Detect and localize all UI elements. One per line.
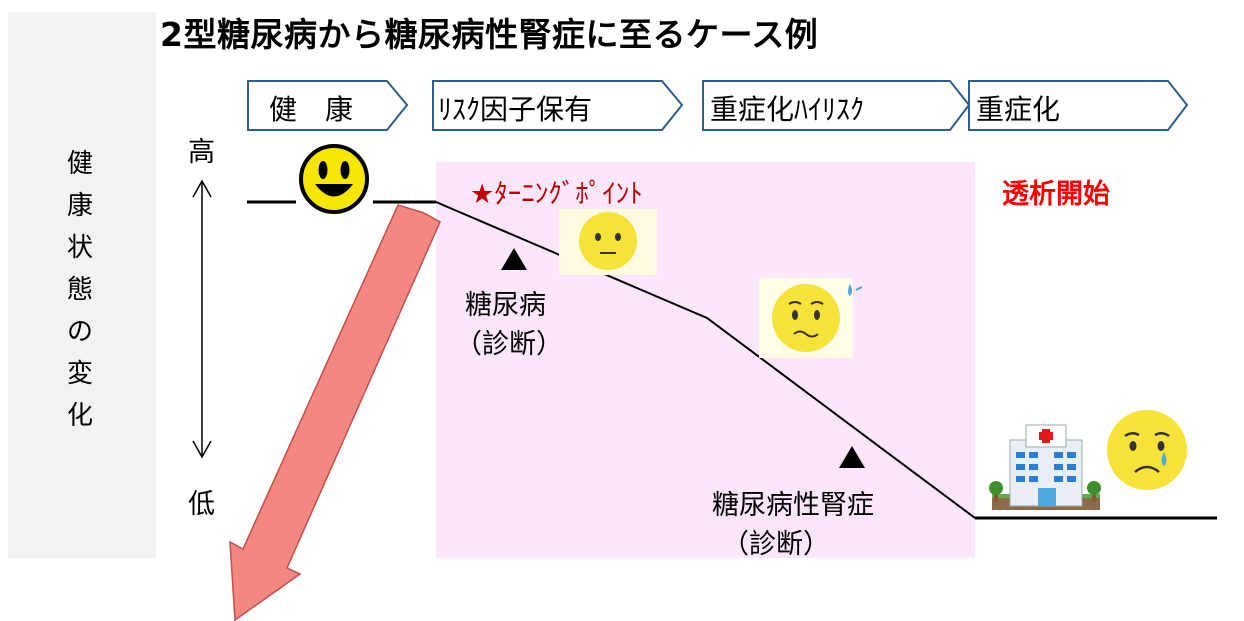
- trend-line: [247, 200, 1217, 520]
- neutral-face-icon: [559, 209, 657, 275]
- event-nephropathy-note: （診断）: [722, 529, 830, 560]
- side-panel: [8, 12, 156, 558]
- down-arrow-icon: [229, 204, 441, 621]
- happy-face-icon: [299, 144, 369, 214]
- dialysis-start-label: 透析開始: [1002, 179, 1110, 210]
- stage-high-risk: 重症化ﾊｲﾘｽｸ: [702, 80, 972, 131]
- stage-severe: 重症化: [968, 80, 1190, 131]
- event-diabetes-label: 糖尿病: [465, 290, 546, 321]
- stage-healthy: 健 康: [247, 80, 410, 131]
- axis-low-label: 低: [188, 489, 215, 520]
- triangle-marker-diabetes: [501, 248, 527, 270]
- stage-risk-factor: ﾘｽｸ因子保有: [432, 80, 685, 131]
- turning-point-label: ★ﾀｰﾆﾝｸﾞﾎﾟｲﾝﾄ: [470, 179, 643, 210]
- triangle-marker-nephropathy: [839, 446, 865, 468]
- vertical-scale-arrow: [192, 179, 212, 459]
- crying-face-icon: [1107, 410, 1187, 490]
- hospital-icon: [989, 424, 1101, 510]
- event-diabetes-note: （診断）: [455, 329, 563, 360]
- health-status-label: 健 康 状 態 の 変 化: [66, 149, 93, 431]
- high-risk-zone: [436, 162, 975, 558]
- axis-high-label: 高: [188, 137, 215, 168]
- page-title: 2型糖尿病から糖尿病性腎症に至るケース例: [160, 15, 819, 54]
- event-nephropathy-label: 糖尿病性腎症: [712, 490, 874, 521]
- worried-face-icon: [759, 278, 863, 358]
